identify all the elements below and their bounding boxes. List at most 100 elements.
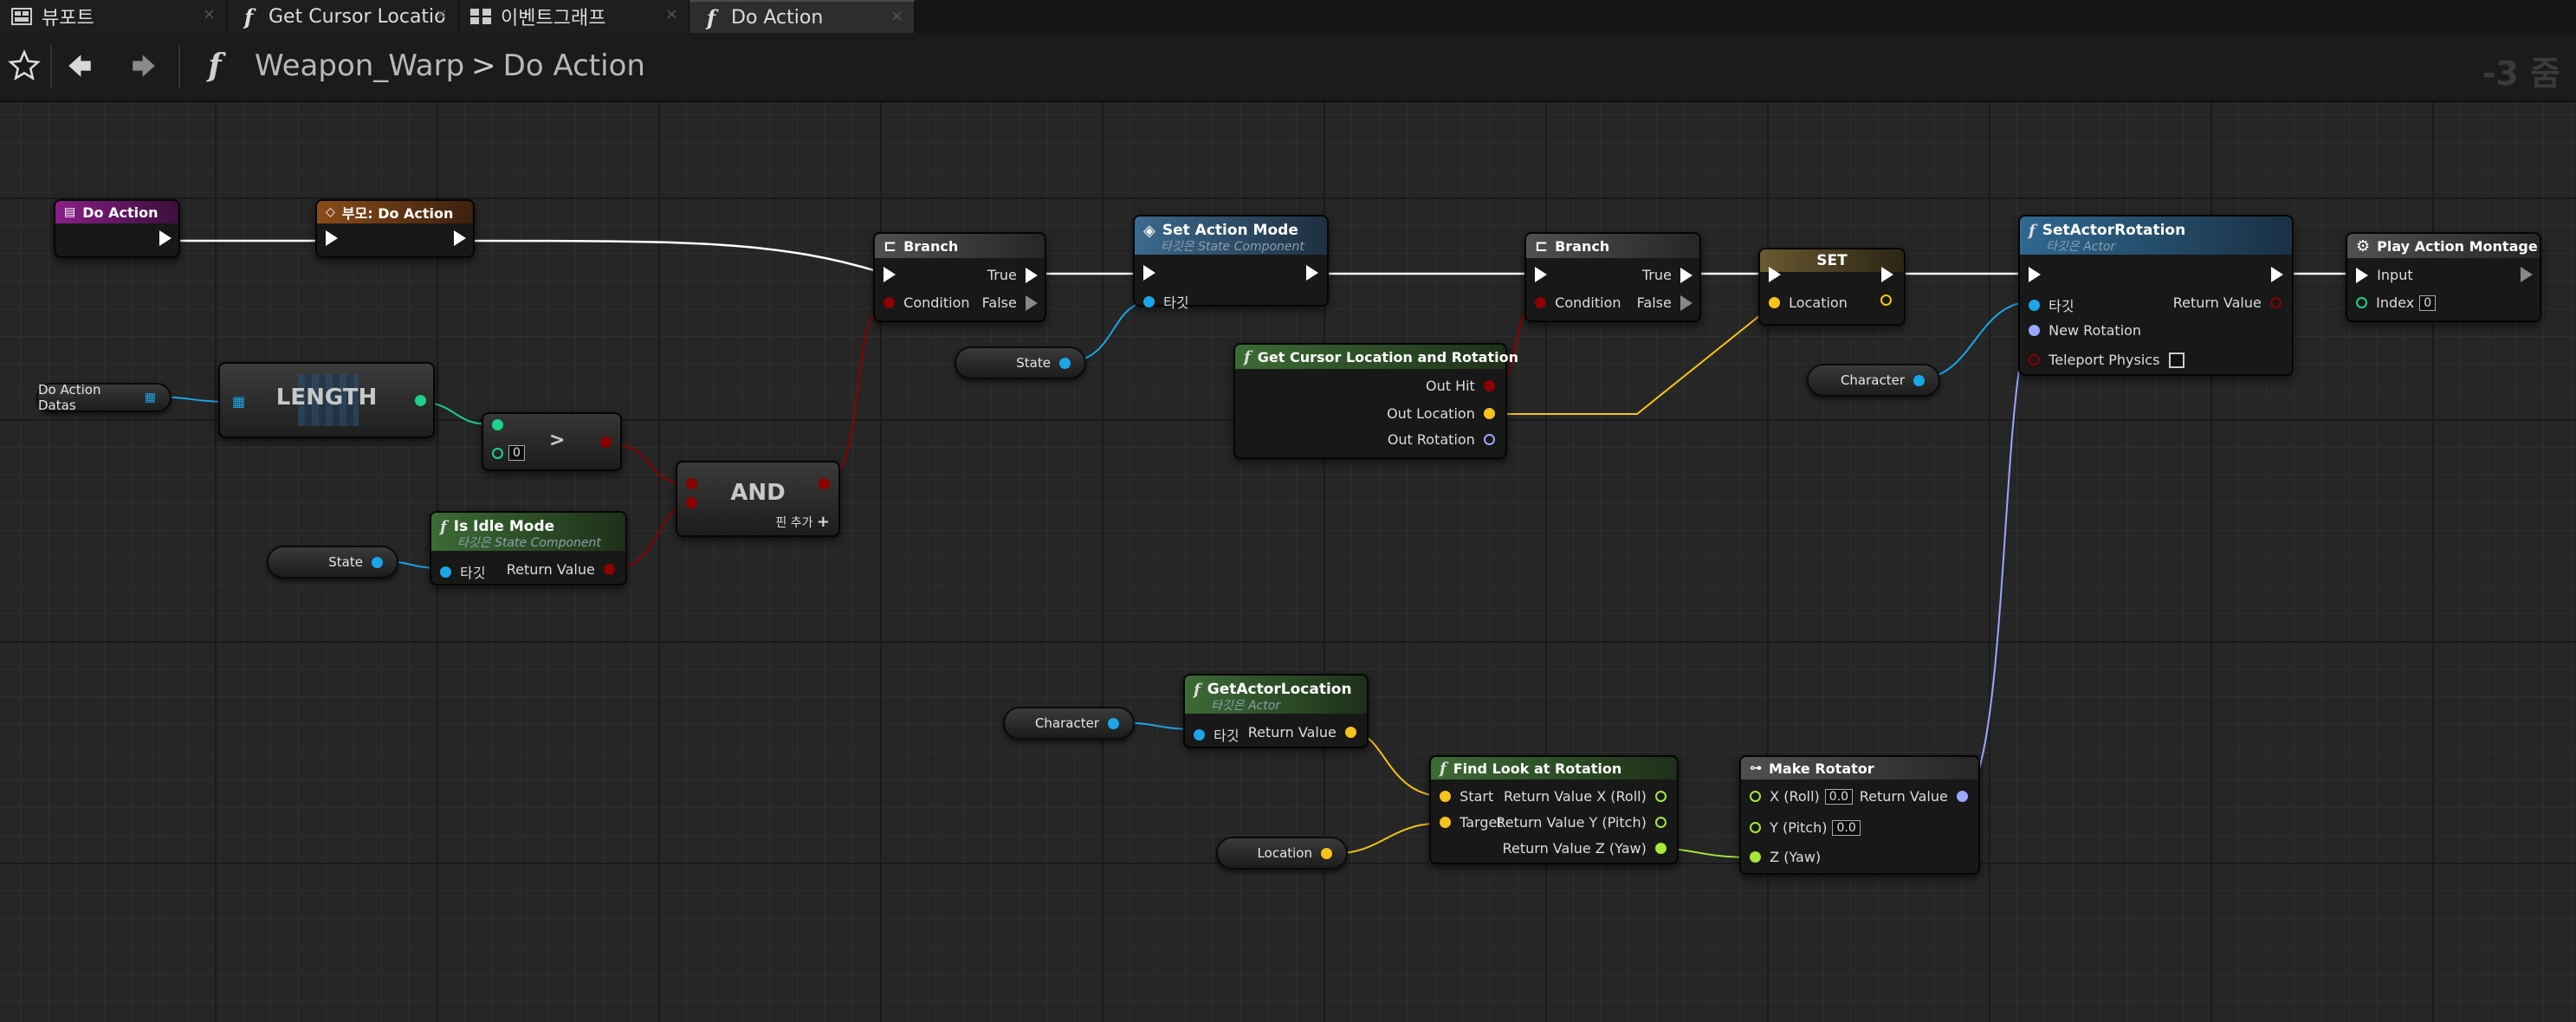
- array-icon: [298, 374, 359, 426]
- a-pin[interactable]: [492, 419, 503, 430]
- is-idle-mode-node[interactable]: f Is Idle Mode 타깃은 State Component 타깃 Re…: [430, 511, 627, 585]
- close-icon[interactable]: ×: [202, 5, 216, 23]
- set-action-mode-node[interactable]: ◈ Set Action Mode 타깃은 State Component 타깃: [1133, 215, 1329, 311]
- condition-pin[interactable]: Condition: [883, 294, 970, 311]
- set-location-node[interactable]: SET Location: [1758, 248, 1906, 326]
- tab-do-action[interactable]: f Do Action ×: [689, 0, 915, 33]
- favorite-star-icon[interactable]: [7, 49, 42, 83]
- return-value-pin[interactable]: Return Value: [2173, 294, 2282, 311]
- start-pin[interactable]: Start: [1440, 788, 1493, 805]
- return-x-pin[interactable]: Return Value X (Roll): [1504, 788, 1667, 805]
- variable-state[interactable]: State: [955, 346, 1086, 379]
- false-pin[interactable]: False: [982, 294, 1038, 311]
- y-pitch-field[interactable]: 0.0: [1832, 819, 1861, 836]
- close-icon[interactable]: ×: [664, 5, 678, 23]
- exec-out-pin[interactable]: [454, 230, 466, 246]
- new-rotation-pin[interactable]: New Rotation: [2029, 322, 2141, 339]
- make-rotator-node[interactable]: ⊶ Make Rotator X (Roll)0.0 Y (Pitch)0.0 …: [1739, 755, 1980, 875]
- greater-than-node[interactable]: 0 >: [482, 412, 622, 471]
- tab-get-cursor-location[interactable]: f Get Cursor Locatio ×: [227, 0, 459, 33]
- return-z-pin[interactable]: Return Value Z (Yaw): [1503, 840, 1667, 857]
- exec-in-pin[interactable]: [1143, 265, 1155, 281]
- add-pin-button[interactable]: 핀 추가 +: [775, 513, 830, 531]
- variable-do-action-datas[interactable]: Do Action Datas▦: [36, 382, 172, 413]
- a-pin[interactable]: [686, 478, 697, 489]
- branch-node-2[interactable]: ⊏ Branch True Condition False: [1524, 232, 1701, 322]
- variable-character[interactable]: Character: [1003, 707, 1135, 740]
- true-pin[interactable]: True: [1642, 267, 1693, 283]
- return-value-pin[interactable]: Return Value: [507, 561, 615, 578]
- blueprint-graph-canvas[interactable]: ▤ Do Action ◇ 부모: Do Action ⊏ Branch Tru…: [0, 102, 2576, 1022]
- function-icon: f: [1244, 347, 1251, 366]
- target-pin[interactable]: 타깃: [1143, 291, 1189, 312]
- get-actor-location-node[interactable]: f GetActorLocation 타깃은 Actor 타깃 Return V…: [1183, 674, 1369, 748]
- out-location-pin[interactable]: Out Location: [1387, 405, 1495, 422]
- condition-pin[interactable]: Condition: [1535, 294, 1621, 311]
- exec-out-pin[interactable]: [1306, 265, 1318, 281]
- exec-out-pin[interactable]: [159, 230, 172, 246]
- teleport-physics-pin[interactable]: Teleport Physics: [2029, 352, 2184, 368]
- array-in-pin[interactable]: ▦: [232, 393, 246, 410]
- event-node-do-action[interactable]: ▤ Do Action: [54, 199, 180, 258]
- return-value-pin[interactable]: Return Value: [1248, 724, 1356, 741]
- b-pin[interactable]: [686, 497, 697, 508]
- true-pin[interactable]: True: [987, 267, 1038, 283]
- b-value-field[interactable]: 0: [508, 445, 525, 461]
- parent-call-node[interactable]: ◇ 부모: Do Action: [315, 199, 475, 258]
- target-pin[interactable]: 타깃: [1194, 724, 1239, 745]
- return-y-pin[interactable]: Return Value Y (Pitch): [1496, 814, 1667, 831]
- node-subtitle: 타깃은 Actor: [1211, 699, 1281, 713]
- back-arrow-icon[interactable]: [61, 49, 99, 83]
- exec-out-pin[interactable]: [2271, 267, 2283, 282]
- find-look-at-rotation-node[interactable]: f Find Look at Rotation Start Target Ret…: [1429, 755, 1679, 864]
- breadcrumb-root[interactable]: Weapon_Warp: [255, 49, 465, 83]
- function-icon: f: [706, 4, 716, 30]
- branch-node-1[interactable]: ⊏ Branch True Condition False: [873, 232, 1046, 322]
- length-node[interactable]: LENGTH ▦: [218, 362, 435, 438]
- variable-character[interactable]: Character: [1807, 364, 1940, 397]
- exec-out-pin[interactable]: [2521, 267, 2533, 282]
- set-actor-rotation-node[interactable]: f SetActorRotation 타깃은 Actor 타깃 Return V…: [2018, 215, 2294, 376]
- node-title: Do Action: [82, 204, 159, 221]
- out-hit-pin[interactable]: Out Hit: [1426, 378, 1495, 394]
- exec-in-pin[interactable]: [1769, 267, 1781, 282]
- target-pin[interactable]: 타깃: [440, 561, 486, 582]
- forward-arrow-icon[interactable]: [125, 49, 163, 83]
- node-title: Find Look at Rotation: [1453, 760, 1622, 777]
- exec-in-pin[interactable]: [2029, 267, 2041, 282]
- false-pin[interactable]: False: [1637, 294, 1693, 311]
- get-cursor-location-node[interactable]: f Get Cursor Location and Rotation Out H…: [1233, 343, 1518, 459]
- location-out-pin[interactable]: [1880, 294, 1892, 306]
- target-pin[interactable]: 타깃: [2029, 294, 2074, 315]
- b-pin[interactable]: 0: [492, 445, 525, 461]
- length-out-pin[interactable]: [415, 395, 426, 406]
- exec-out-pin[interactable]: [1881, 267, 1893, 282]
- x-roll-pin[interactable]: X (Roll)0.0: [1750, 788, 1854, 805]
- tab-viewport[interactable]: 뷰포트 ×: [0, 0, 227, 33]
- function-call-icon: ◈: [1143, 222, 1155, 240]
- variable-state[interactable]: State: [267, 546, 398, 579]
- target-pin[interactable]: Target: [1440, 814, 1503, 831]
- index-field[interactable]: 0: [2419, 294, 2437, 311]
- teleport-checkbox[interactable]: [2168, 352, 2184, 368]
- variable-location[interactable]: Location: [1216, 837, 1348, 870]
- return-value-pin[interactable]: Return Value: [1860, 788, 1968, 805]
- close-icon[interactable]: ×: [890, 7, 903, 25]
- location-pin[interactable]: Location: [1769, 294, 1848, 311]
- y-pitch-pin[interactable]: Y (Pitch)0.0: [1750, 819, 1861, 836]
- exec-in-pin[interactable]: [326, 230, 338, 246]
- input-pin[interactable]: Input: [2356, 267, 2413, 283]
- x-roll-field[interactable]: 0.0: [1824, 788, 1854, 805]
- and-node[interactable]: AND 핀 추가 +: [676, 461, 840, 537]
- result-pin[interactable]: [819, 478, 830, 489]
- close-icon[interactable]: ×: [434, 5, 448, 23]
- z-yaw-pin[interactable]: Z (Yaw): [1750, 849, 1821, 865]
- tab-label: Get Cursor Locatio: [269, 5, 446, 28]
- result-pin[interactable]: [600, 437, 612, 448]
- tab-event-graph[interactable]: 이벤트그래프 ×: [459, 0, 689, 33]
- exec-in-pin[interactable]: [883, 267, 896, 282]
- out-rotation-pin[interactable]: Out Rotation: [1388, 431, 1495, 448]
- exec-in-pin[interactable]: [1535, 267, 1547, 282]
